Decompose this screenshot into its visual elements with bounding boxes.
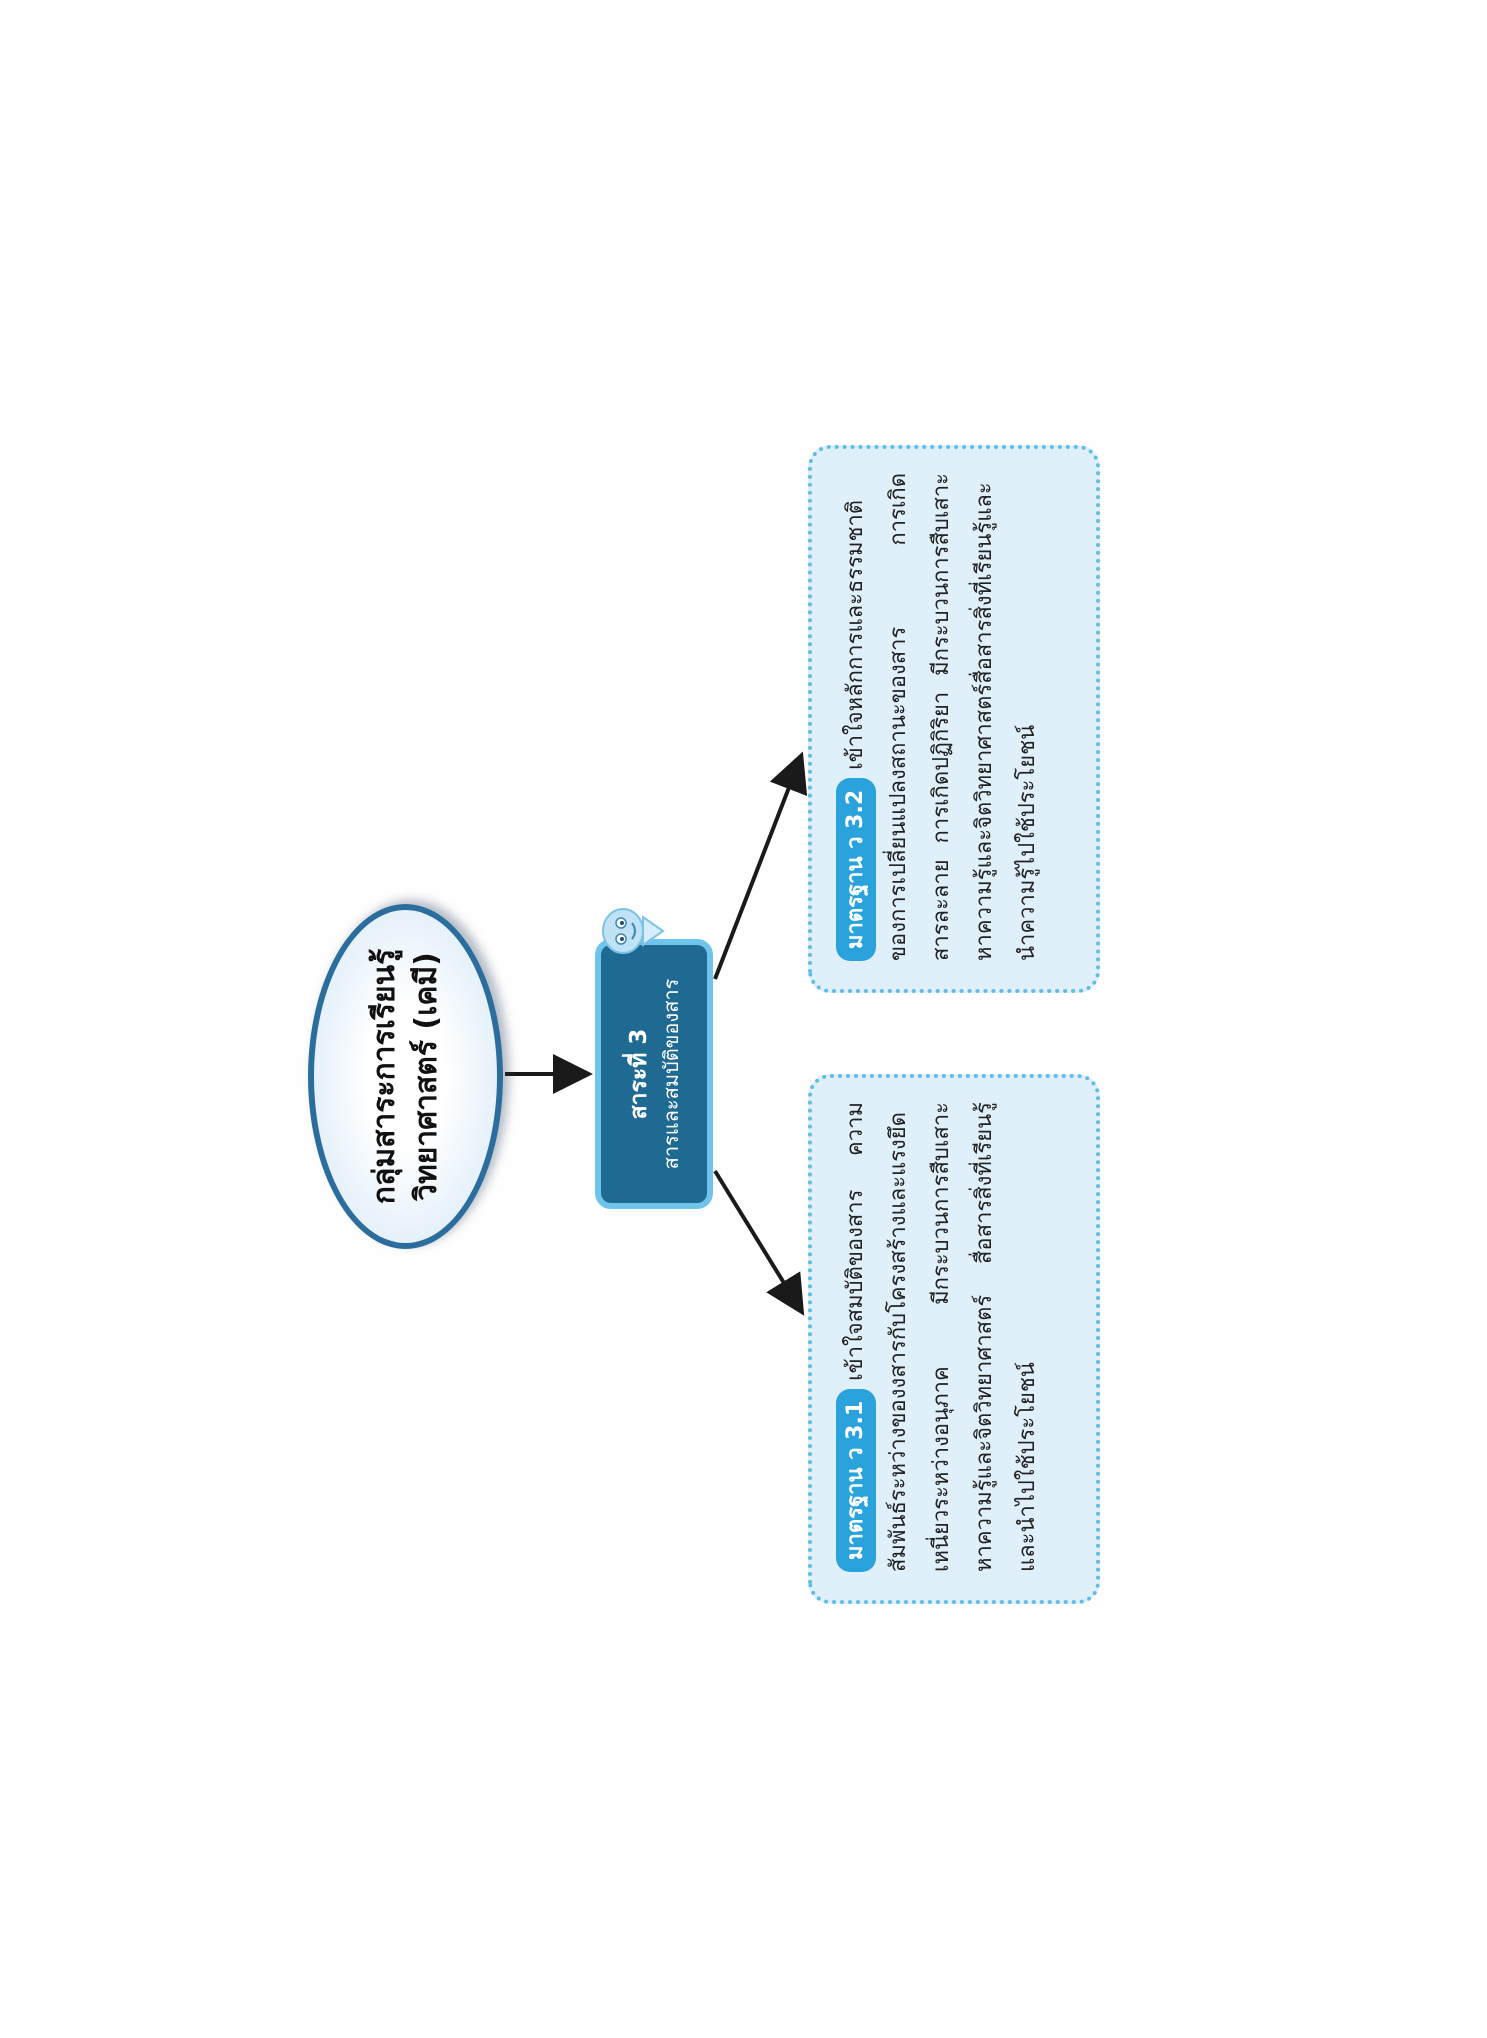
standard-3-1-box: มาตรฐาน ว 3.1เข้าใจสมบัติของสาร ความสัมพ… (808, 1074, 1100, 1604)
standard-3-1-badge: มาตรฐาน ว 3.1 (836, 1388, 876, 1572)
connector-arrows (505, 751, 808, 1316)
concept-diagram: กลุ่มสาระการเรียนรู้ วิทยาศาสตร์ (เคมี) … (293, 419, 1193, 1619)
strand-box: สาระที่ 3 สารและสมบัติของสาร (595, 939, 713, 1209)
learning-area-oval: กลุ่มสาระการเรียนรู้ วิทยาศาสตร์ (เคมี) (308, 904, 503, 1249)
strand-title: สาระที่ 3 (626, 1028, 652, 1120)
arrow-strand-to-standard-3-2 (713, 751, 808, 980)
learning-area-title-line1: กลุ่มสาระการเรียนรู้ (366, 948, 402, 1205)
standard-3-2-badge: มาตรฐาน ว 3.2 (836, 777, 876, 961)
standard-3-2-box: มาตรฐาน ว 3.2เข้าใจหลักการและธรรมชาติของ… (808, 445, 1100, 993)
arrow-strand-to-standard-3-1 (713, 1169, 805, 1316)
strand-subtitle: สารและสมบัติของสาร (659, 978, 683, 1170)
learning-area-title-line2: วิทยาศาสตร์ (เคมี) (408, 952, 444, 1201)
